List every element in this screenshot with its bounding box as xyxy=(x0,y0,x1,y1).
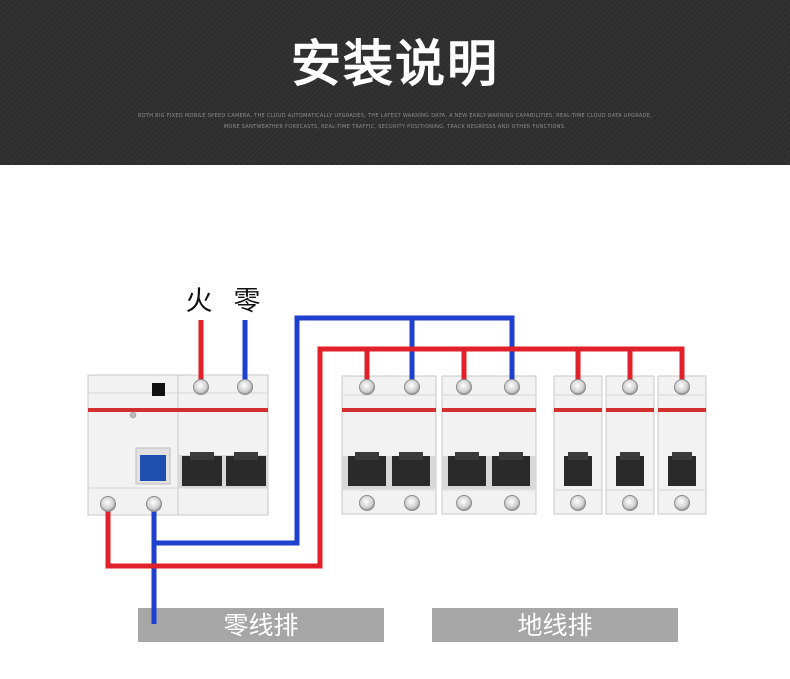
single-pole-breaker-3 xyxy=(657,375,707,515)
breaker-1p-1-body xyxy=(553,375,603,515)
main-rcbo-breaker xyxy=(87,374,269,516)
terminal-screw xyxy=(570,379,586,395)
breaker-2p-2-handle-left xyxy=(448,456,486,486)
neutral-terminal-bar xyxy=(138,608,384,642)
neutral-input-label: 零 xyxy=(234,286,261,317)
main-breaker-handle-right xyxy=(226,456,266,486)
terminal-screw xyxy=(674,495,690,511)
terminal-screw xyxy=(456,495,472,511)
indicator-square xyxy=(152,383,165,396)
neutral-bar-label: 零线排 xyxy=(223,611,298,640)
terminal-screws xyxy=(100,379,690,512)
main-breaker-handle-left xyxy=(182,456,222,486)
main-breaker-red-stripe xyxy=(88,408,268,412)
header-subtitle-line-2: MORE SANTWEATHER FORECASTS, REAL-TIME TR… xyxy=(223,124,567,130)
terminal-screw xyxy=(193,379,209,395)
neutral-wires xyxy=(151,315,515,624)
live-input-label: 火 xyxy=(186,286,213,317)
terminal-screw xyxy=(100,496,116,512)
two-pole-breaker-2 xyxy=(441,375,537,515)
breaker-2p-2-handle-right xyxy=(492,456,530,486)
breaker-1p-2-body xyxy=(605,375,655,515)
terminal-screw xyxy=(674,379,690,395)
single-pole-breaker-2 xyxy=(605,375,655,515)
breaker-1p-3-handle xyxy=(668,456,696,486)
breaker-2p-1-handle-right xyxy=(392,456,430,486)
ground-terminal-bar xyxy=(432,608,678,642)
ground-bar-label: 地线排 xyxy=(517,611,592,640)
header-banner: 安装说明 BOTH BIG FIXED MOBILE SPEED CAMERA,… xyxy=(0,0,790,165)
terminal-screw xyxy=(237,379,253,395)
breaker-1p-1-handle xyxy=(564,456,592,486)
breaker-2p-2-body xyxy=(441,375,537,515)
two-pole-breaker-1 xyxy=(341,375,437,515)
test-button xyxy=(140,455,166,481)
page-title: 安装说明 xyxy=(291,35,499,93)
terminal-screw xyxy=(359,379,375,395)
terminal-screw xyxy=(146,496,162,512)
breaker-1p-3-body xyxy=(657,375,707,515)
breaker-2p-1-handle-left xyxy=(348,456,386,486)
single-pole-breaker-1 xyxy=(553,375,603,515)
terminal-screw xyxy=(504,379,520,395)
neutral-output-wire xyxy=(151,315,515,546)
terminal-screw xyxy=(622,495,638,511)
breaker-1p-2-handle xyxy=(616,456,644,486)
live-output-wire xyxy=(105,346,685,569)
breaker-2p-1-body xyxy=(341,375,437,515)
terminal-screw xyxy=(359,495,375,511)
terminal-screw xyxy=(622,379,638,395)
terminal-screw xyxy=(456,379,472,395)
terminal-screw xyxy=(404,495,420,511)
header-subtitle-line-1: BOTH BIG FIXED MOBILE SPEED CAMERA, THE … xyxy=(137,113,653,119)
terminal-screw xyxy=(570,495,586,511)
terminal-screw xyxy=(404,379,420,395)
terminal-screw xyxy=(504,495,520,511)
